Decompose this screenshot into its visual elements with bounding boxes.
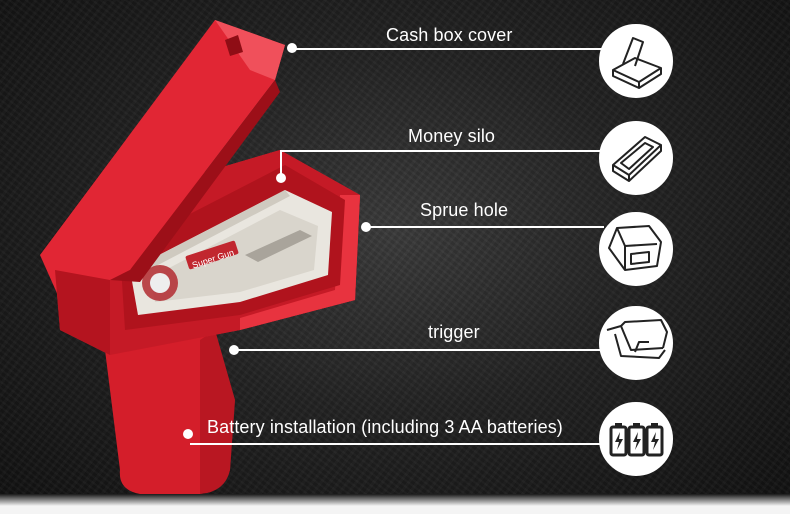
cash-box-cover-icon — [599, 24, 673, 98]
sprue-pointer-line — [366, 226, 604, 228]
trigger-pointer-line — [234, 349, 604, 351]
callout-label-cash-box-cover: Cash box cover — [386, 25, 513, 45]
cover-pointer-line — [292, 48, 604, 50]
silo-pointer-vline — [280, 150, 282, 176]
silo-pointer-line — [280, 150, 604, 152]
money-silo-icon — [599, 121, 673, 195]
sprue-hole-icon — [599, 212, 673, 286]
trigger-icon — [599, 306, 673, 380]
callout-label-battery: Battery installation (including 3 AA bat… — [207, 417, 563, 437]
battery-pointer-dot — [183, 429, 193, 439]
silo-pointer-dot — [276, 173, 286, 183]
cash-box-cover — [40, 20, 285, 300]
callout-label-trigger: trigger — [428, 322, 480, 342]
bottom-strip — [0, 494, 790, 514]
callout-label-money-silo: Money silo — [408, 126, 496, 146]
banknotes: Super Gun — [130, 190, 332, 315]
callout-label-sprue-hole: Sprue hole — [420, 200, 509, 220]
battery-icon — [599, 402, 673, 476]
battery-pointer-line — [190, 443, 604, 445]
